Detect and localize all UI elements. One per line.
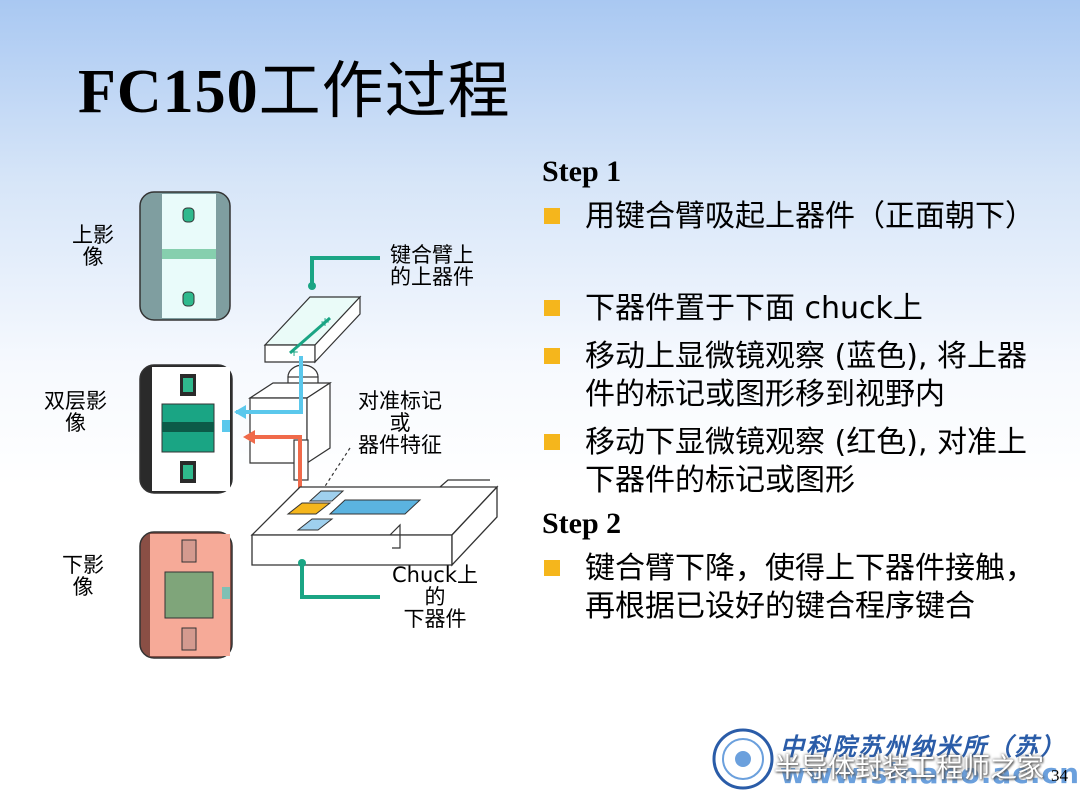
- bullet-square-icon: [544, 348, 560, 364]
- institute-logo-text: 中科院苏州纳米所（苏）: [780, 732, 1066, 761]
- watermark-text: 半导体封装工程师之家: [774, 753, 1044, 784]
- institute-seal-icon: [712, 728, 774, 790]
- steps-column: Step 1 用键合臂吸起上器件（正面朝下） 下器件置于下面 chuck上 移动…: [542, 150, 1052, 626]
- bullet-text: 键合臂下降，使得上下器件接触，再根据已设好的键合程序键合: [585, 551, 1035, 624]
- svg-text:+: +: [289, 345, 299, 359]
- bullet-item: 用键合臂吸起上器件（正面朝下）: [542, 198, 1052, 236]
- svg-text:+: +: [320, 315, 330, 329]
- lower-image-text: 下影 像: [62, 553, 104, 599]
- bullet-item: 下器件置于下面 chuck上: [542, 290, 1052, 328]
- bullet-square-icon: [544, 434, 560, 450]
- bullet-item: 移动下显微镜观察 (红色), 对准上下器件的标记或图形: [542, 424, 1052, 500]
- upper-device: + +: [263, 295, 362, 364]
- institute-url: www.sinano.ac.cn: [780, 757, 1080, 790]
- red-light-path: [246, 435, 302, 490]
- label-chuck-device: Chuck上 的 下器件: [392, 564, 478, 630]
- label-upper-image: 上影 像: [72, 224, 114, 268]
- blue-light-path: [236, 356, 303, 414]
- bullet-text: 用键合臂吸起上器件（正面朝下）: [585, 199, 1035, 234]
- bullet-square-icon: [544, 300, 560, 316]
- arm-leader-line: [310, 256, 380, 286]
- microscope-body: [247, 364, 333, 481]
- dual-image-panel: [139, 364, 233, 494]
- step-2-label: Step 2: [542, 507, 622, 540]
- label-lower-image: 下影 像: [62, 554, 104, 598]
- title-cn: 工作过程: [258, 58, 511, 126]
- chuck-device-text: Chuck上 的 下器件: [392, 563, 478, 631]
- bullet-item: 移动上显微镜观察 (蓝色), 将上器件的标记或图形移到视野内: [542, 338, 1052, 414]
- bullet-text: 移动上显微镜观察 (蓝色), 将上器件的标记或图形移到视野内: [585, 339, 1028, 412]
- label-dual-image: 双层影 像: [44, 390, 107, 434]
- align-mark-text: 对准标记 或 器件特征: [358, 389, 442, 457]
- label-arm-device: 键合臂上 的上器件: [390, 244, 474, 288]
- dual-image-text: 双层影 像: [44, 389, 107, 435]
- chuck-leader-line: [300, 563, 380, 599]
- diagram-svg: + +: [139, 191, 499, 659]
- arm-device-text: 键合臂上 的上器件: [390, 243, 474, 289]
- upper-image-text: 上影 像: [72, 223, 114, 269]
- slide-title: FC150工作过程: [78, 40, 511, 130]
- bullet-item: 键合臂下降，使得上下器件接触，再根据已设好的键合程序键合: [542, 550, 1052, 626]
- upper-image-panel: [139, 191, 231, 321]
- bullet-text: 下器件置于下面 chuck上: [585, 291, 923, 326]
- bullet-square-icon: [544, 560, 560, 576]
- page-number: 34: [1051, 766, 1068, 785]
- chuck-stage: [250, 479, 499, 567]
- label-align-mark: 对准标记 或 器件特征: [358, 390, 442, 456]
- lower-image-panel: [139, 531, 233, 659]
- align-mark-pointer: [315, 447, 351, 501]
- step-1-label: Step 1: [542, 155, 622, 188]
- bullet-square-icon: [544, 208, 560, 224]
- bonding-diagram: + +: [0, 170, 520, 690]
- title-en: FC150: [78, 58, 259, 126]
- bullet-text: 移动下显微镜观察 (红色), 对准上下器件的标记或图形: [585, 425, 1028, 498]
